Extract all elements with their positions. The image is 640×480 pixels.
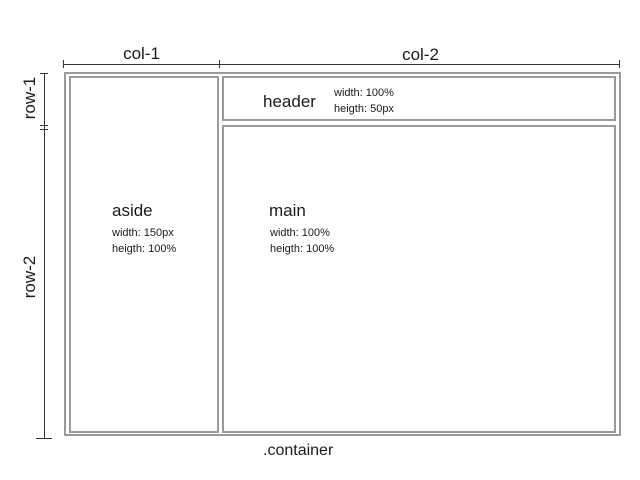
aside-width-prop: width: 150px xyxy=(112,227,174,239)
column-ruler-tick-end xyxy=(619,60,620,68)
row-ruler-line xyxy=(44,73,45,438)
column-ruler-line xyxy=(63,64,619,65)
main-title: main xyxy=(269,201,306,220)
column-ruler-tick-start xyxy=(63,60,64,68)
aside-cell xyxy=(69,76,219,433)
aside-title: aside xyxy=(112,201,153,220)
container-label: .container xyxy=(263,442,334,459)
row-ruler-tick-start xyxy=(40,73,48,74)
container-box xyxy=(64,72,621,436)
row-1-label: row-1 xyxy=(20,76,39,120)
main-cell xyxy=(222,125,616,433)
row-ruler-tick-mid-a xyxy=(40,125,48,126)
col-1-label: col-1 xyxy=(123,44,160,63)
row-2-label: row-2 xyxy=(20,255,39,299)
main-height-prop: heigth: 100% xyxy=(270,243,335,255)
header-height-prop: heigth: 50px xyxy=(334,103,394,115)
col-2-label: col-2 xyxy=(402,45,439,64)
header-width-prop: width: 100% xyxy=(334,87,394,99)
row-ruler-tick-mid-b xyxy=(40,129,48,130)
aside-height-prop: heigth: 100% xyxy=(112,243,177,255)
row-ruler-tick-end xyxy=(36,438,52,439)
header-cell xyxy=(222,76,616,121)
main-width-prop: width: 100% xyxy=(270,227,330,239)
header-title: header xyxy=(263,92,316,111)
column-ruler-tick-mid xyxy=(219,60,220,68)
